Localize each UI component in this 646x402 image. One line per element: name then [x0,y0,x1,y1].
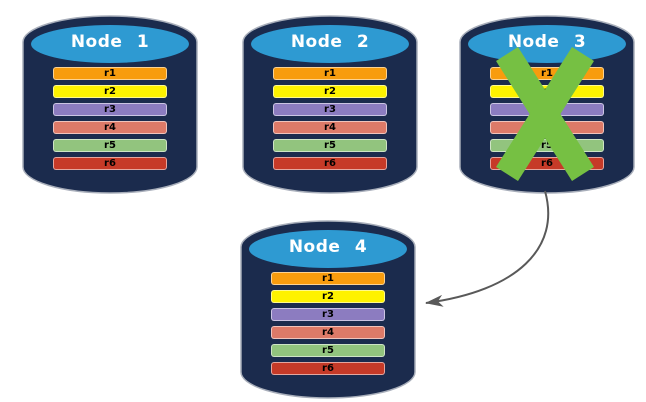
replica-row-label: r1 [322,273,334,284]
cylinder-top [31,25,189,63]
replica-row-label: r6 [324,158,336,169]
replica-row: r1 [53,67,167,80]
replica-list: r1 r2 r3 r4 r5 r6 [271,272,385,380]
replica-list: r1 r2 r3 r4 r5 r6 [273,67,387,175]
replica-row-label: r1 [324,68,336,79]
replica-row: r3 [53,103,167,116]
replica-row: r3 [271,308,385,321]
replica-row-label: r6 [104,158,116,169]
replica-row-label: r5 [104,140,116,151]
replica-row: r6 [53,157,167,170]
replica-row-label: r3 [322,309,334,320]
replica-row: r4 [273,121,387,134]
node-title: Node 3 [507,32,587,52]
replica-row: r4 [271,326,385,339]
replica-row: r2 [53,85,167,98]
replica-row: r1 [273,67,387,80]
node-4: Node 4 r1 r2 r3 r4 r5 r6 [240,213,416,402]
arrow-curve [425,190,550,307]
replica-row-label: r1 [541,68,553,79]
replica-row-label: r4 [324,122,336,133]
node-title: Node 4 [288,237,368,257]
replica-row: r5 [53,139,167,152]
replica-row-label: r2 [324,86,336,97]
replica-row: r5 [271,344,385,357]
replica-row: r5 [273,139,387,152]
replica-row: r6 [271,362,385,375]
replica-row: r3 [273,103,387,116]
replica-row-label: r6 [541,158,553,169]
replica-row-label: r6 [322,363,334,374]
node-title: Node 2 [290,32,370,52]
replica-row-label: r4 [322,327,334,338]
replica-row: r1 [271,272,385,285]
replica-row-label: r3 [324,104,336,115]
replica-row-label: r2 [322,291,334,302]
x-stroke [496,47,594,181]
replica-row: r2 [271,290,385,303]
replica-row: r6 [273,157,387,170]
cylinder-top [468,25,626,63]
cylinder-top [249,230,407,268]
replica-row-label: r5 [324,140,336,151]
replica-row-label: r4 [104,122,116,133]
replica-list: r1 r2 r3 r4 r5 r6 [53,67,167,175]
replica-row-label: r2 [104,86,116,97]
cylinder-top [251,25,409,63]
replica-row-label: r1 [104,68,116,79]
failure-x-icon [496,47,594,181]
node-title: Node 1 [70,32,150,52]
node-1: Node 1 r1 r2 r3 r4 r5 r6 [22,8,198,198]
replica-row-label: r3 [104,104,116,115]
replica-row-label: r5 [322,345,334,356]
node-3: Node 3 r1 r2 r3 r4 r5 r6 [459,8,635,198]
replica-row: r2 [273,85,387,98]
replica-row-label: r5 [541,140,553,151]
node-2: Node 2 r1 r2 r3 r4 r5 r6 [242,8,418,198]
replica-row: r4 [53,121,167,134]
